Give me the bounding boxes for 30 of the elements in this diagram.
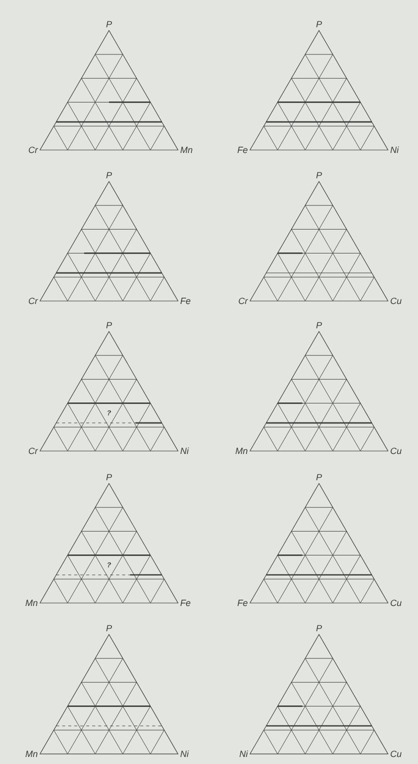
- vertex-label: Cu: [390, 448, 402, 454]
- vertex-label: P: [106, 172, 112, 178]
- vertex-label: Ni: [240, 750, 248, 757]
- vertex-label: Cr: [28, 448, 38, 454]
- vertex-label: Cu: [390, 600, 402, 606]
- vertex-label: P: [106, 322, 112, 328]
- vertex-label: Cr: [28, 298, 38, 304]
- vertex-label: P: [316, 21, 322, 28]
- vertex-label: Ni: [180, 447, 189, 454]
- vertex-label: P: [316, 625, 322, 632]
- vertex-label: Mn: [26, 600, 38, 606]
- vertex-label: Mn: [26, 750, 38, 757]
- vertex-label: Fe: [180, 600, 190, 606]
- vertex-label: Mn: [180, 146, 192, 153]
- vertex-label: Fe: [180, 298, 190, 304]
- vertex-label: Ni: [180, 750, 189, 757]
- vertex-label: P: [316, 322, 322, 328]
- vertex-label: Cu: [390, 298, 402, 304]
- vertex-label: Fe: [238, 600, 248, 606]
- vertex-label: P: [106, 474, 112, 480]
- vertex-label: P: [316, 172, 322, 178]
- vertex-label: Cr: [238, 298, 248, 304]
- vertex-label: Ni: [390, 146, 399, 153]
- vertex-label: Mn: [236, 448, 248, 454]
- vertex-label: Cu: [390, 750, 402, 758]
- vertex-label: P: [316, 474, 322, 480]
- vertex-label: P: [106, 625, 112, 632]
- vertex-label: Fe: [238, 146, 248, 154]
- vertex-label: P: [106, 21, 112, 28]
- vertex-label: Cr: [28, 146, 38, 154]
